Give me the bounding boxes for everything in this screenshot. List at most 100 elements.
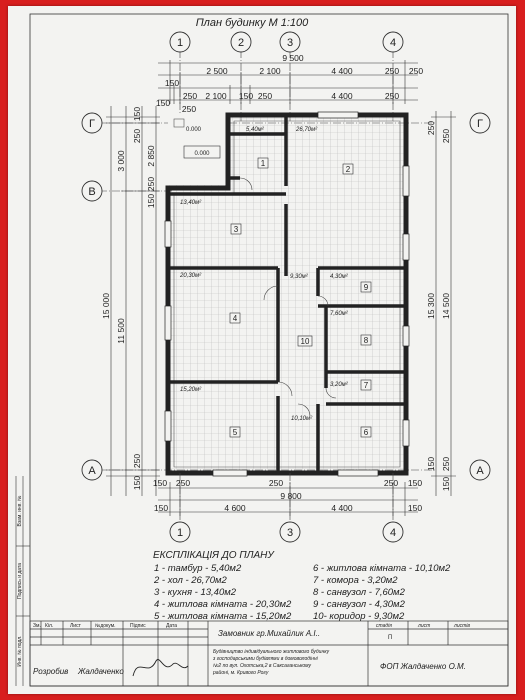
room-1-area: 5,40м² — [246, 127, 265, 133]
side-label-3: Инв. № подл. — [17, 635, 23, 666]
dim-top-tick-b: 250 — [182, 104, 196, 114]
dim-right-small-e: 150 — [441, 477, 451, 491]
room-labels: 1 5,40м² 2 26,70м² 3 13,40м² 4 20,30м² 5… — [179, 127, 372, 438]
stamp-header-sign: Підпис — [130, 623, 146, 629]
dim-left-inner-b: 250 — [132, 129, 142, 143]
explication-left-1: 1 - тамбур - 5,40м2 — [154, 563, 242, 574]
axis-top-2: 2 — [238, 37, 244, 49]
dim-top-r1-b: 2 100 — [259, 66, 281, 76]
dim-bottom-r2-c: 4 400 — [331, 503, 353, 513]
stamp-project-line-1: Будівництво індивідуального житлового бу… — [213, 649, 330, 655]
dim-left-inner-e: 150 — [146, 194, 156, 208]
dim-top-r2-lead: 150 — [165, 78, 179, 88]
room-1-number: 1 — [261, 159, 266, 168]
stamp-header-list: Лист — [70, 623, 82, 629]
room-2-number: 2 — [346, 165, 351, 174]
signature — [132, 659, 189, 677]
level-mark-top: 0.000 — [186, 127, 202, 133]
stamp-header-zm: Зм. — [33, 623, 41, 629]
room-8-area: 7,60м² — [330, 311, 349, 317]
axis-bottom-4: 4 — [390, 527, 396, 539]
dim-top-tick-a: 150 — [156, 98, 170, 108]
explication-left-2: 2 - хол - 26,70м2 — [153, 575, 228, 586]
dim-left-outer: 15 000 — [101, 293, 111, 319]
dim-bottom-r2-a: 150 — [154, 503, 168, 513]
room-8-number: 8 — [364, 336, 369, 345]
axis-bottom-3: 3 — [287, 527, 293, 539]
explication-left-5: 5 - житлова кімната - 15,20м2 — [154, 611, 292, 622]
side-label-1: Взам. инв. № — [17, 496, 23, 527]
dim-bottom-r1-b: 250 — [176, 478, 190, 488]
dim-left-inner-c: 2 850 — [146, 145, 156, 167]
room-2-area: 26,70м² — [295, 127, 318, 133]
room-9-area: 4,30м² — [330, 274, 349, 280]
dim-top-r2-a: 250 — [183, 91, 197, 101]
stamp-sheet-label: лист — [417, 623, 430, 629]
stamp-stage-value: П — [388, 635, 392, 641]
floor-plan-drawing: План будинку М 1:100 1 2 3 4 9 500 2 500… — [15, 13, 509, 687]
explication-right-1: 6 - житлова кімната - 10,10м2 — [313, 563, 451, 574]
side-label-2: Подпись и дата — [17, 563, 23, 599]
side-strip: Взам. инв. № Подпись и дата Инв. № подл. — [15, 476, 30, 686]
room-3-number: 3 — [234, 225, 239, 234]
axis-left-g: Г — [89, 118, 95, 130]
right-dimensions — [431, 111, 456, 496]
dim-top-r2-b: 2 100 — [205, 91, 227, 101]
dim-right-small-b: 250 — [441, 129, 451, 143]
dim-top-r2-e: 4 400 — [331, 91, 353, 101]
dim-right-small-a: 250 — [426, 121, 436, 135]
axis-right-g: Г — [477, 118, 483, 130]
dim-top-r1-e: 250 — [409, 66, 423, 76]
building-plan — [164, 111, 410, 477]
dim-top-total: 9 500 — [282, 53, 304, 63]
room-5-area: 15,20м² — [180, 387, 202, 393]
dim-right-outer: 15 300 — [426, 293, 436, 319]
dim-left-inner-a: 150 — [132, 107, 142, 121]
explication-right-4: 9 - санвузол - 4,30м2 — [313, 599, 406, 610]
left-dimensions — [106, 106, 160, 496]
level-mark-box — [183, 145, 221, 159]
stamp-project-line-3: №2 по вул. Охотська,2 в Саксаганському — [213, 663, 312, 669]
stamp-firm: ФОП Жалдаченко О.М. — [380, 662, 466, 671]
axis-top-3: 3 — [287, 37, 293, 49]
room-7-area: 3,20м² — [330, 382, 349, 388]
dim-left-bottom-b: 150 — [132, 476, 142, 490]
explication: ЕКСПЛІКАЦІЯ ДО ПЛАНУ 1 - тамбур - 5,40м2… — [153, 550, 451, 622]
stamp-developer-label: Розробив — [33, 667, 68, 676]
level-mark-mid: 0.000 — [194, 151, 210, 157]
stamp-header-kil: Кіл. — [45, 623, 53, 629]
stamp-header-date: Дата — [166, 623, 177, 629]
explication-left-3: 3 - кухня - 13,40м2 — [154, 587, 237, 598]
dim-top-r1-c: 4 400 — [331, 66, 353, 76]
explication-left-4: 4 - житлова кімната - 20,30м2 — [154, 599, 292, 610]
dim-bottom-r2-d: 150 — [408, 503, 422, 513]
explication-right-3: 8 - санвузол - 7,60м2 — [313, 587, 406, 598]
dim-bottom-r1-d: 250 — [384, 478, 398, 488]
dim-right-small-d: 250 — [441, 457, 451, 471]
dim-bottom-total: 9 800 — [280, 491, 302, 501]
room-9-number: 9 — [364, 283, 369, 292]
explication-title: ЕКСПЛІКАЦІЯ ДО ПЛАНУ — [153, 550, 275, 561]
axis-top-1: 1 — [177, 37, 183, 49]
dim-top-r1-a: 2 500 — [206, 66, 228, 76]
room-6-area: 10,10м² — [291, 416, 313, 422]
explication-right-5: 10- коридор - 9,30м2 — [313, 611, 405, 622]
dim-bottom-r1-c: 250 — [269, 478, 283, 488]
axis-left-a: А — [88, 465, 96, 477]
dim-right-small-c: 150 — [426, 457, 436, 471]
stamp-customer: Замовник гр.Михайлик А.І.. — [218, 629, 320, 638]
axis-top-4: 4 — [390, 37, 396, 49]
room-4-number: 4 — [233, 314, 238, 323]
room-10-number: 10 — [301, 337, 310, 346]
dim-top-r2-c: 150 — [239, 91, 253, 101]
dim-left-mid-b: 11 500 — [116, 318, 126, 344]
dim-left-inner-d: 250 — [146, 177, 156, 191]
dim-left-mid-a: 3 000 — [116, 150, 126, 172]
explication-right-2: 7 - комора - 3,20м2 — [313, 575, 398, 586]
plan-title: План будинку М 1:100 — [196, 17, 309, 29]
dim-right-mid: 14 500 — [441, 293, 451, 319]
stamp-developer-name: Жалдаченко — [77, 667, 124, 676]
dim-bottom-r2-b: 4 600 — [224, 503, 246, 513]
stamp-sheets-label: листів — [453, 623, 470, 629]
bottom-dimensions — [158, 482, 418, 516]
